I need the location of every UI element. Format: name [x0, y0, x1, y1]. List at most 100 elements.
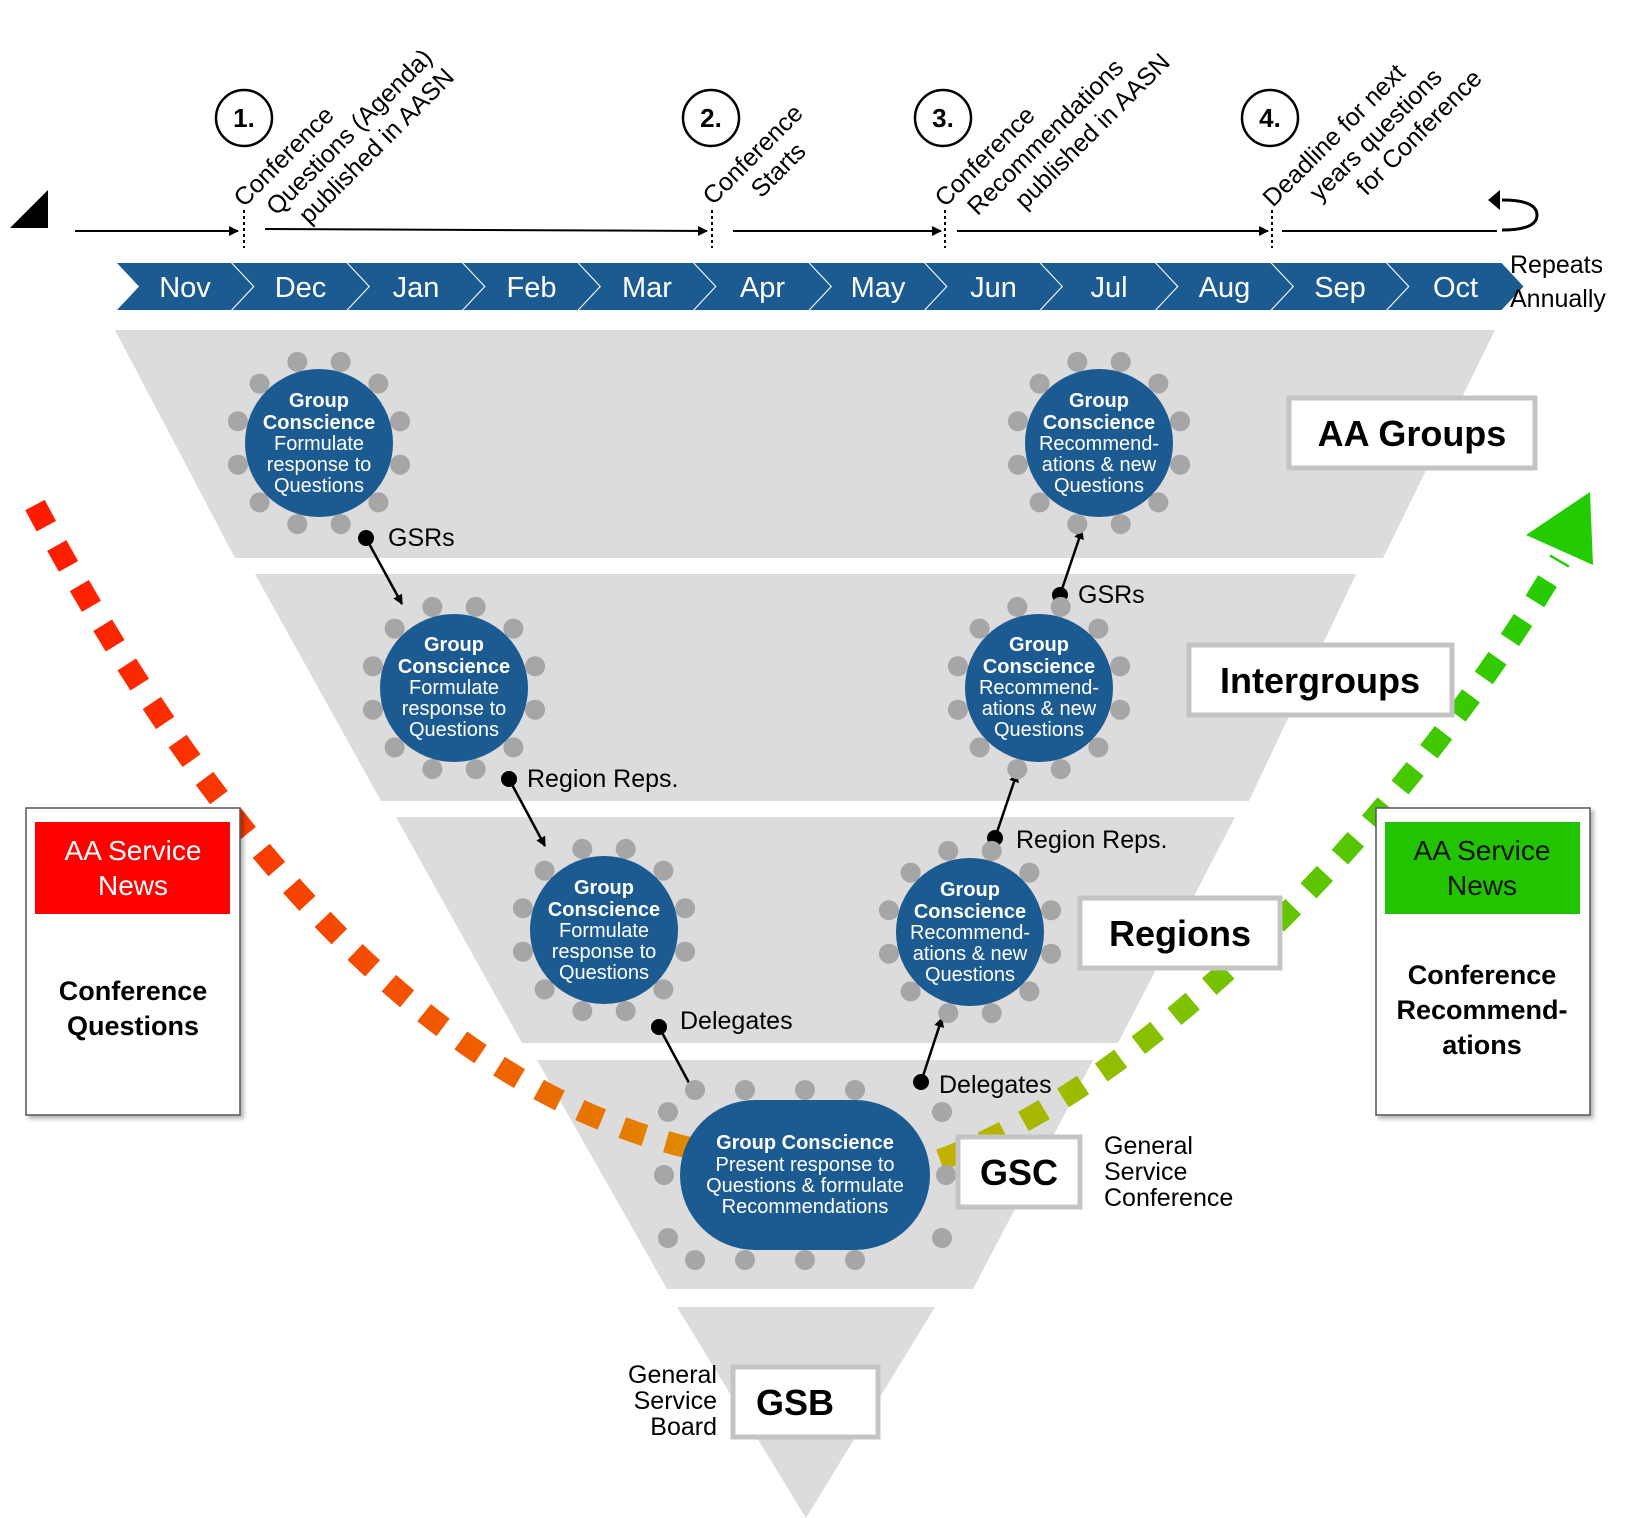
- connectors: GSRs Region Reps. Delegates Delegates Re…: [358, 524, 1167, 1099]
- news-body-line-2: Recommend-: [1396, 995, 1567, 1025]
- seat: [900, 981, 921, 1002]
- month-chevron: [1041, 263, 1177, 310]
- level-label-intergroups: Intergroups: [1186, 642, 1455, 718]
- node-title-1: Group: [574, 877, 634, 899]
- seat: [932, 1102, 952, 1122]
- node-circle: [245, 369, 393, 517]
- connector-label-region-reps-right: Region Reps.: [1016, 826, 1167, 854]
- seat: [981, 840, 1002, 861]
- seat: [1041, 943, 1062, 964]
- seat: [362, 699, 383, 720]
- seat: [362, 656, 383, 677]
- month-chevron: [348, 263, 484, 310]
- seat: [947, 699, 968, 720]
- seat: [525, 699, 546, 720]
- level-label-box: [1286, 395, 1538, 471]
- seat: [938, 1003, 959, 1024]
- month-label: Sep: [1314, 272, 1366, 304]
- level-label-box: [730, 1364, 881, 1440]
- month-label: Aug: [1199, 272, 1251, 304]
- seat: [969, 737, 990, 758]
- seat: [878, 943, 899, 964]
- month-label: Nov: [159, 272, 211, 304]
- seat: [653, 979, 674, 1000]
- month-label: Dec: [275, 272, 327, 304]
- node-body-3: Recommendations: [722, 1196, 889, 1218]
- node-body-1: Present response to: [716, 1154, 895, 1176]
- seat: [1019, 862, 1040, 883]
- seat: [1067, 514, 1088, 535]
- milestone-1: 1. Conference Questions (Agenda) publish…: [214, 44, 460, 229]
- news-document-recommendations: AA Service News Conference Recommend- at…: [1375, 807, 1591, 1116]
- level-label-text: GSB: [756, 1382, 834, 1423]
- node-body-3: Questions: [409, 719, 499, 741]
- timeline-start-marker: [10, 190, 48, 228]
- month-chevron: [810, 263, 946, 310]
- node-body-1: Recommend-: [1039, 433, 1159, 455]
- node-body-1: Recommend-: [910, 922, 1030, 944]
- seat: [422, 596, 443, 617]
- seat: [1007, 454, 1028, 475]
- seat: [227, 411, 248, 432]
- connector-label-delegates-left: Delegates: [680, 1007, 793, 1035]
- seat: [981, 1003, 1002, 1024]
- seat: [227, 454, 248, 475]
- seat: [384, 737, 405, 758]
- seat: [900, 862, 921, 883]
- seat: [675, 898, 696, 919]
- connector-arrow-delegates-right: [919, 1017, 944, 1083]
- green-arrowhead: [1526, 492, 1593, 565]
- milestone-3-number: 3.: [932, 103, 954, 133]
- seat: [1148, 492, 1169, 513]
- level-label-gsc: GSC: [955, 1134, 1083, 1210]
- seat: [845, 1250, 865, 1270]
- level-label-text: GSC: [980, 1152, 1058, 1193]
- node-body-2: ations & new: [913, 943, 1028, 965]
- seat: [932, 1228, 952, 1248]
- milestone-1-number: 1.: [233, 103, 255, 133]
- seat: [685, 1080, 705, 1100]
- news-header-line-1: AA Service: [65, 835, 202, 866]
- node-regions-right: Group Conscience Recommend- ations & new…: [896, 858, 1044, 1006]
- seat: [938, 840, 959, 861]
- node-body-1: Formulate: [409, 677, 499, 699]
- month-label: Jul: [1090, 272, 1127, 304]
- node-title-1: Group: [940, 879, 1000, 901]
- node-body-1: Formulate: [559, 920, 649, 942]
- node-circle: [896, 858, 1044, 1006]
- month-chevron: [463, 263, 600, 310]
- connector-arrow-gsrs-left: [364, 537, 404, 605]
- seat: [287, 514, 308, 535]
- repeats-annually-line-2: Annually: [1510, 285, 1606, 313]
- seat: [1170, 454, 1191, 475]
- seat: [1110, 699, 1131, 720]
- seat: [735, 1250, 755, 1270]
- connector-label-delegates-right: Delegates: [939, 1071, 1052, 1099]
- gsc-description-line-3: Conference: [1104, 1184, 1233, 1212]
- news-body-line-3: ations: [1442, 1030, 1522, 1060]
- seat: [512, 941, 533, 962]
- milestone-1-circle: [214, 88, 274, 148]
- node-body-3: Questions: [925, 964, 1015, 986]
- seat: [368, 492, 389, 513]
- node-title-1: Group: [289, 390, 349, 412]
- repeats-annually-line-1: Repeats: [1510, 251, 1603, 279]
- seat: [1019, 981, 1040, 1002]
- seat: [654, 1165, 674, 1185]
- seat: [1041, 900, 1062, 921]
- node-title-2: Conscience: [398, 656, 510, 678]
- month-label: May: [851, 272, 906, 304]
- node-body-2: response to: [402, 698, 507, 720]
- news-header: [35, 822, 230, 914]
- level-label-box: [1186, 642, 1455, 718]
- node-title-2: Conscience: [983, 656, 1095, 678]
- node-body-3: Questions: [559, 962, 649, 984]
- seat: [1170, 411, 1191, 432]
- connector-arrow-gsrs-right: [1058, 529, 1084, 596]
- node-body-2: response to: [552, 941, 657, 963]
- seat: [512, 898, 533, 919]
- seat: [1148, 373, 1169, 394]
- news-header: [1385, 822, 1580, 914]
- seat: [465, 759, 486, 780]
